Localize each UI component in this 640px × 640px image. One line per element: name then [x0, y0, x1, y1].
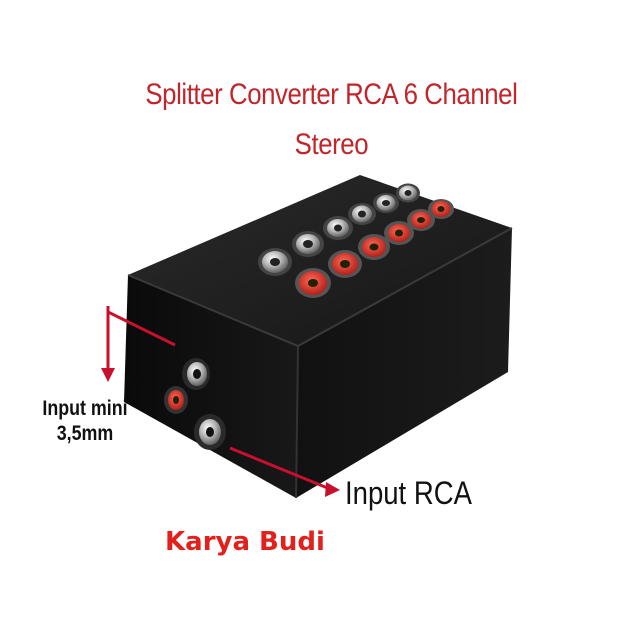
label-input-rca: Input RCA	[345, 475, 472, 511]
arrow-input-rca	[229, 446, 340, 497]
box-front-face	[296, 228, 512, 498]
rca-jack-row-front	[295, 199, 454, 298]
rca-input-white	[194, 414, 226, 450]
mini-jack-input	[182, 358, 210, 390]
brand-watermark: Karya Budi	[165, 527, 325, 557]
rca-jack-row-back	[258, 183, 420, 276]
box-side-face	[124, 275, 298, 498]
arrow-input-mini	[101, 306, 176, 382]
title-line-2: Stereo	[294, 128, 369, 161]
rca-input-red	[164, 386, 188, 414]
title-line-1: Splitter Converter RCA 6 Channel	[145, 78, 518, 111]
